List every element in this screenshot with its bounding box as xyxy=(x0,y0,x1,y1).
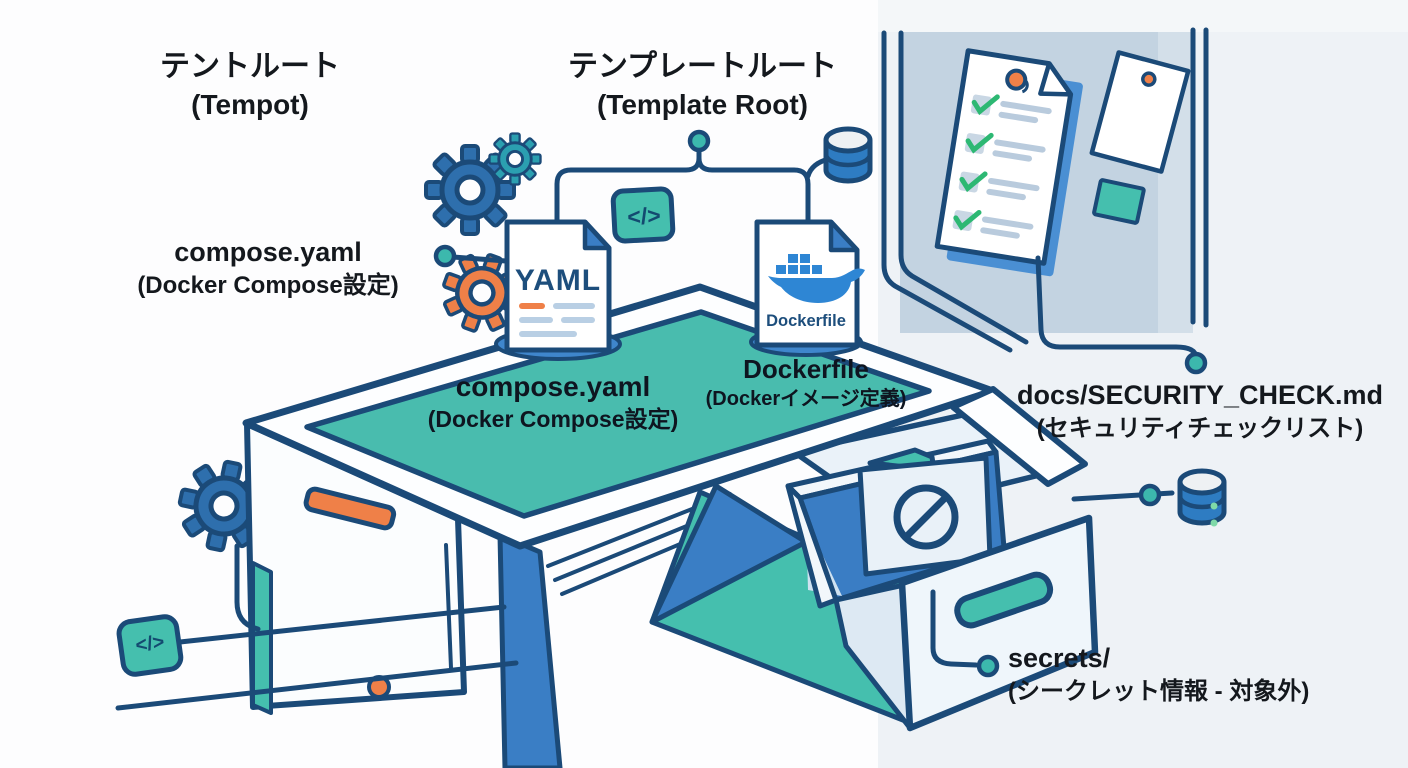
connector-template-root xyxy=(554,132,832,225)
database-icon xyxy=(826,129,870,181)
label-security-check: docs/SECURITY_CHECK.md (セキュリティチェックリスト) xyxy=(1000,378,1400,446)
check-rows xyxy=(952,94,1052,239)
connector-database xyxy=(1071,486,1175,504)
checklist-icon xyxy=(934,48,1083,277)
dockerfile-description: (Dockerイメージ定義) xyxy=(705,388,907,410)
note-icon xyxy=(1089,50,1191,174)
label-compose-yaml-desk: compose.yaml (Docker Compose設定) xyxy=(393,370,713,436)
floor-lines xyxy=(115,543,519,711)
pin-icon xyxy=(1141,71,1157,87)
title-template-root-en: (Template Root) xyxy=(596,89,809,120)
connector-docs xyxy=(1035,255,1205,372)
docs-description: (セキュリティチェックリスト) xyxy=(1036,415,1364,442)
compose-description: (Docker Compose設定) xyxy=(137,272,399,299)
code-badge-icon xyxy=(610,186,676,244)
secrets-dirname: secrets/ xyxy=(1008,643,1111,673)
title-template-root-jp: テンプレートルート xyxy=(567,50,838,83)
database-icon xyxy=(1180,471,1224,523)
gear-icon xyxy=(488,132,542,186)
label-dockerfile-desk: Dockerfile (Dockerイメージ定義) xyxy=(666,354,946,414)
compose-filename: compose.yaml xyxy=(455,371,651,402)
dockerfile-file-label: Dockerfile xyxy=(766,312,846,330)
docker-whale-icon xyxy=(768,254,865,303)
compose-description: (Docker Compose設定) xyxy=(427,406,679,432)
title-template-root: テンプレートルート (Template Root) xyxy=(560,48,845,124)
title-tent-root-en: (Tempot) xyxy=(191,89,309,120)
title-tent-root: テントルート (Tempot) xyxy=(130,48,370,124)
desk-left-pedestal xyxy=(244,421,467,715)
drawer-pull-icon xyxy=(954,571,1054,629)
title-tent-root-jp: テントルート xyxy=(160,50,340,83)
drawer-handle-bar xyxy=(303,486,397,531)
folder-prohibited-icon xyxy=(857,447,993,577)
secrets-description: (シークレット情報 - 対象外) xyxy=(1008,678,1310,705)
open-drawer xyxy=(833,514,1099,732)
label-secrets: secrets/ (シークレット情報 - 対象外) xyxy=(1008,641,1388,709)
dockerfile-icon xyxy=(749,219,865,357)
docs-filename: docs/SECURITY_CHECK.md xyxy=(1016,380,1384,410)
dockerfile-filename: Dockerfile xyxy=(743,354,869,384)
yaml-file-label: YAML xyxy=(514,264,602,297)
pin-icon xyxy=(1005,68,1028,91)
code-badge-icon xyxy=(116,614,184,677)
connector-secrets xyxy=(930,589,997,675)
compose-filename: compose.yaml xyxy=(174,237,362,267)
prohibition-icon xyxy=(893,484,959,550)
code-icon: </> xyxy=(626,202,662,230)
yaml-file-icon xyxy=(494,219,622,361)
sticky-note-icon xyxy=(1092,178,1146,225)
connector-compose xyxy=(436,247,509,265)
label-compose-yaml-side: compose.yaml (Docker Compose設定) xyxy=(88,236,448,302)
